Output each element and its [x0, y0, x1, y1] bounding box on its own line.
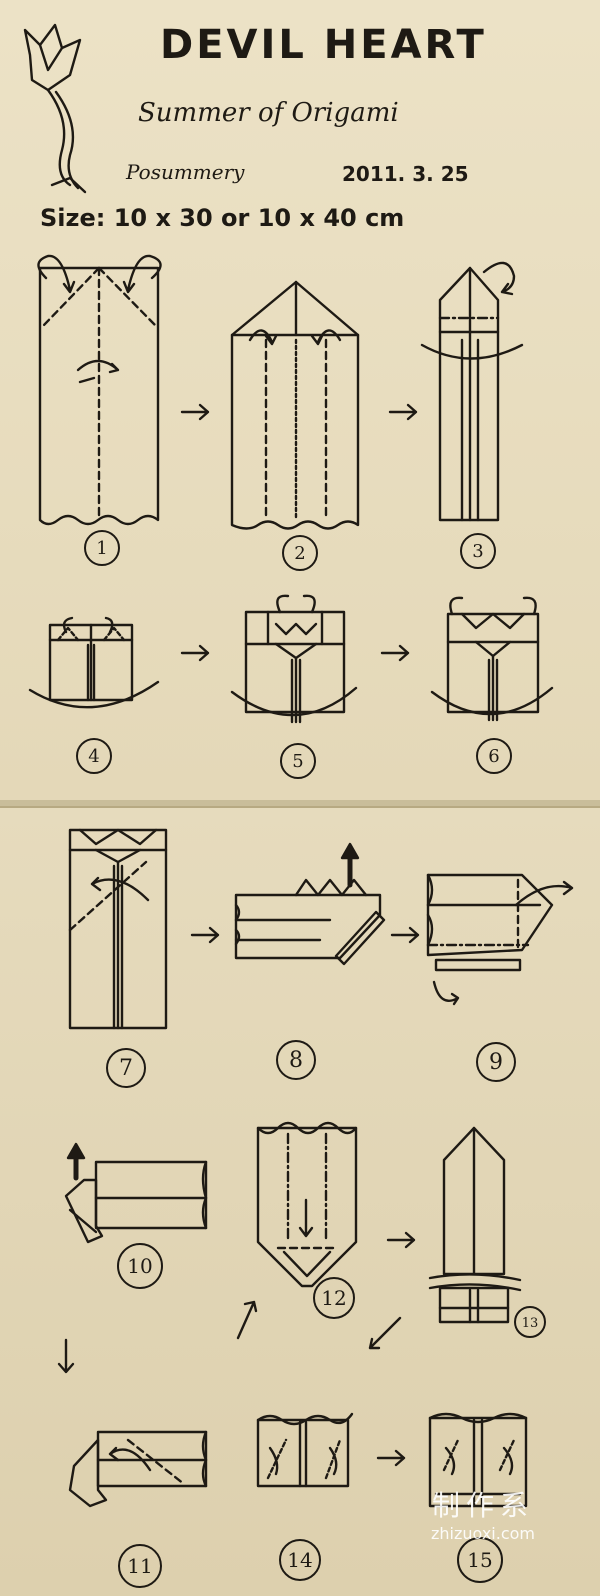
author-signature: Posummery — [126, 160, 245, 184]
step-circle-10 — [117, 1243, 163, 1289]
valley-fold-arrow-icon — [37, 254, 76, 294]
step-circle-5 — [280, 743, 316, 779]
step-label-11: 11 — [127, 1554, 152, 1578]
step-12-diagram — [256, 1121, 358, 1288]
step-circle-4 — [76, 738, 112, 774]
step-label-5: 5 — [292, 751, 303, 772]
step-7-diagram — [68, 828, 168, 1030]
step-circle-7 — [106, 1048, 146, 1088]
step-11-diagram — [68, 1430, 208, 1508]
step-label-13: 13 — [522, 1316, 539, 1331]
step-circle-3 — [460, 533, 496, 569]
diagram-subtitle: Summer of Origami — [138, 98, 399, 128]
step-13-diagram — [428, 1126, 522, 1324]
next-step-arrow-icon — [180, 403, 210, 421]
step-circle-12 — [313, 1277, 355, 1319]
paper-size-label: Size: 10 x 30 or 10 x 40 cm — [40, 204, 405, 232]
step-circle-13 — [514, 1306, 546, 1338]
step-1-diagram — [37, 254, 162, 526]
step-circle-8 — [276, 1040, 316, 1080]
step-label-7: 7 — [119, 1056, 133, 1081]
step-15-diagram — [428, 1412, 528, 1508]
step-circle-1 — [84, 530, 120, 566]
watermark-url: zhizuoxi.com — [431, 1524, 535, 1543]
step-label-1: 1 — [96, 538, 107, 559]
step-5-diagram — [230, 594, 358, 724]
devil-heart-logo-icon — [23, 23, 87, 194]
step-2-diagram — [230, 280, 360, 530]
step-number-circles — [76, 530, 546, 1588]
step-label-6: 6 — [488, 746, 499, 767]
step-4-diagram — [28, 616, 160, 709]
step-circle-11 — [118, 1544, 162, 1588]
step-9-diagram — [426, 873, 574, 1006]
step-circle-2 — [282, 535, 318, 571]
watermark-chinese: 制作系 — [431, 1489, 534, 1522]
step-circle-9 — [476, 1042, 516, 1082]
site-watermark: 制作系 zhizuoxi.com — [408, 1484, 558, 1543]
step-label-12: 12 — [321, 1286, 346, 1310]
step-10-diagram — [64, 1142, 208, 1244]
step-label-8: 8 — [289, 1048, 303, 1073]
step-label-2: 2 — [294, 543, 305, 564]
step-number-labels: 1 2 3 4 5 6 7 8 9 10 12 13 11 14 15 — [88, 538, 538, 1578]
step-circle-15 — [457, 1537, 503, 1583]
step-label-15: 15 — [467, 1548, 492, 1572]
step-label-4: 4 — [88, 746, 99, 767]
diagram-title: DEVIL HEART — [160, 22, 487, 68]
step-3-diagram — [420, 261, 524, 522]
date-label: 2011. 3. 25 — [342, 162, 469, 186]
step-label-9: 9 — [489, 1050, 503, 1075]
step-8-diagram — [234, 842, 386, 966]
step-label-14: 14 — [287, 1548, 312, 1572]
step-circle-6 — [476, 738, 512, 774]
step-6-diagram — [430, 596, 554, 722]
step-label-3: 3 — [472, 541, 483, 562]
step-label-10: 10 — [127, 1254, 152, 1278]
step-circle-14 — [279, 1539, 321, 1581]
turn-over-arrow-icon — [482, 261, 516, 296]
step-14-diagram — [256, 1412, 354, 1488]
